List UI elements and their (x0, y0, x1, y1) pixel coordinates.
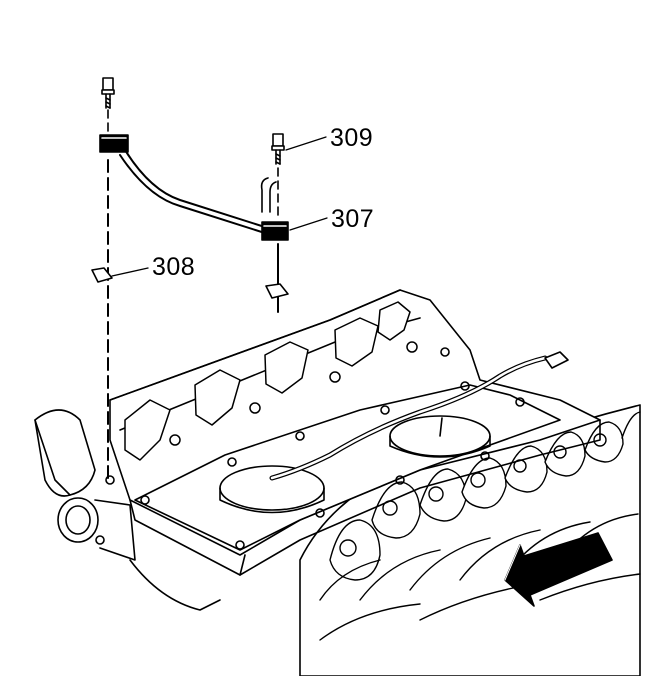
front-arrow-icon (504, 532, 613, 607)
bolt-left (101, 77, 115, 109)
sensor-bracket (91, 77, 289, 481)
rocker-arm-assembly (299, 404, 641, 676)
rocker-arms (319, 411, 641, 641)
intake-ports (124, 301, 418, 461)
callout-308: 308 (152, 253, 196, 281)
plate-bolts (140, 347, 525, 550)
callout-307: 307 (331, 205, 375, 233)
bolt-right (271, 133, 285, 313)
leader-lines (111, 136, 328, 277)
water-outlet (34, 409, 221, 611)
callout-309: 309 (330, 124, 374, 152)
intake-manifold (109, 289, 601, 576)
wiring-harness (269, 351, 569, 481)
